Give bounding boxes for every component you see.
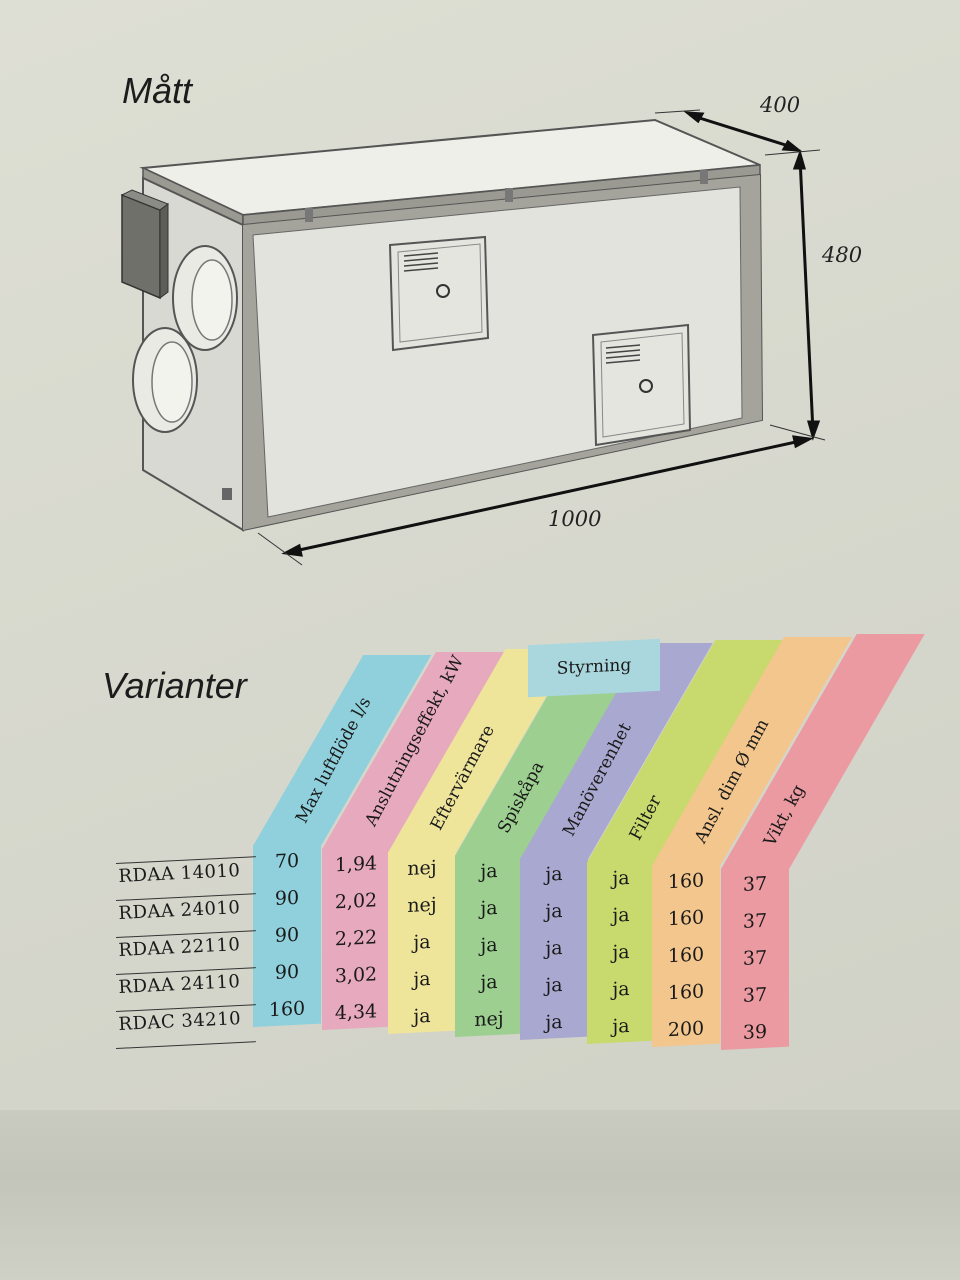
table-cell: 4,34	[334, 1000, 378, 1025]
table-cell: 90	[274, 923, 300, 947]
paper-fold	[0, 1110, 960, 1280]
height-dimension: 480	[822, 243, 863, 267]
table-column-8: 37 37 37 37 39	[721, 864, 789, 1051]
table-cell: 2,02	[334, 889, 378, 914]
table-cell: 70	[274, 849, 300, 873]
table-cell: 160	[667, 943, 705, 968]
table-cell: ja	[480, 859, 498, 883]
table-cell: 3,02	[334, 963, 378, 988]
dimensions-heading: Mått	[122, 70, 193, 111]
table-cell: ja	[545, 1011, 563, 1034]
table-cell: 200	[667, 1017, 705, 1042]
table-cell: 39	[742, 1020, 768, 1045]
column-header-label: Vikt, kg	[760, 781, 809, 850]
table-cell: 160	[667, 906, 705, 931]
table-cell: 2,22	[334, 926, 378, 951]
table-cell: 160	[667, 980, 705, 1005]
table-cell: ja	[545, 900, 563, 923]
table-cell: 1,94	[334, 852, 378, 877]
table-column-7: 160 160 160 160 200	[652, 861, 720, 1047]
row-model-label: RDAC 34210	[118, 1008, 242, 1035]
table-cell: ja	[480, 896, 498, 920]
row-model-label: RDAA 14010	[118, 860, 241, 887]
row-model-label: RDAA 24110	[118, 971, 241, 998]
table-cell: ja	[413, 1004, 431, 1028]
table-cell: ja	[413, 930, 431, 954]
table-cell: 90	[274, 960, 300, 984]
table-column-4: ja ja ja ja nej	[455, 851, 523, 1037]
table-cell: ja	[612, 977, 630, 1001]
table-column-1: 70 90 90 90 160	[253, 841, 321, 1027]
table-cell: ja	[480, 933, 498, 957]
table-cell: ja	[612, 1014, 630, 1038]
variants-heading: Varianter	[102, 665, 247, 706]
table-cell: 37	[742, 909, 768, 934]
table-cell: 160	[667, 869, 705, 894]
table-cell: 160	[268, 997, 306, 1022]
table-cell: nej	[407, 856, 437, 880]
row-model-label: RDAA 24010	[118, 897, 241, 924]
group-header-styrning: Styrning	[528, 638, 660, 698]
depth-dimension: 400	[760, 93, 801, 117]
table-cell: nej	[407, 893, 437, 917]
unit-drawing	[120, 109, 826, 566]
table-column-6: ja ja ja ja ja	[587, 858, 655, 1044]
table-cell: 37	[742, 983, 768, 1008]
table-cell: ja	[413, 967, 431, 991]
table-cell: ja	[612, 903, 630, 927]
table-cell: ja	[545, 863, 563, 886]
table-cell: 90	[274, 886, 300, 910]
table-cell: ja	[612, 940, 630, 964]
table-cell: 37	[742, 872, 768, 897]
row-divider	[116, 1041, 256, 1049]
table-column-2: 1,94 2,02 2,22 3,02 4,34	[322, 844, 390, 1031]
table-cell: ja	[545, 937, 563, 960]
table-cell: ja	[480, 970, 498, 994]
table-column-3: nej nej ja ja ja	[388, 848, 456, 1034]
table-cell: ja	[545, 974, 563, 997]
row-model-label: RDAA 22110	[118, 934, 241, 961]
table-cell: 37	[742, 946, 768, 971]
column-header-label: Filter	[626, 791, 667, 844]
table-cell: nej	[474, 1007, 504, 1031]
length-dimension: 1000	[548, 507, 602, 531]
table-column-5: ja ja ja ja ja	[520, 854, 588, 1041]
table-cell: ja	[612, 866, 630, 890]
